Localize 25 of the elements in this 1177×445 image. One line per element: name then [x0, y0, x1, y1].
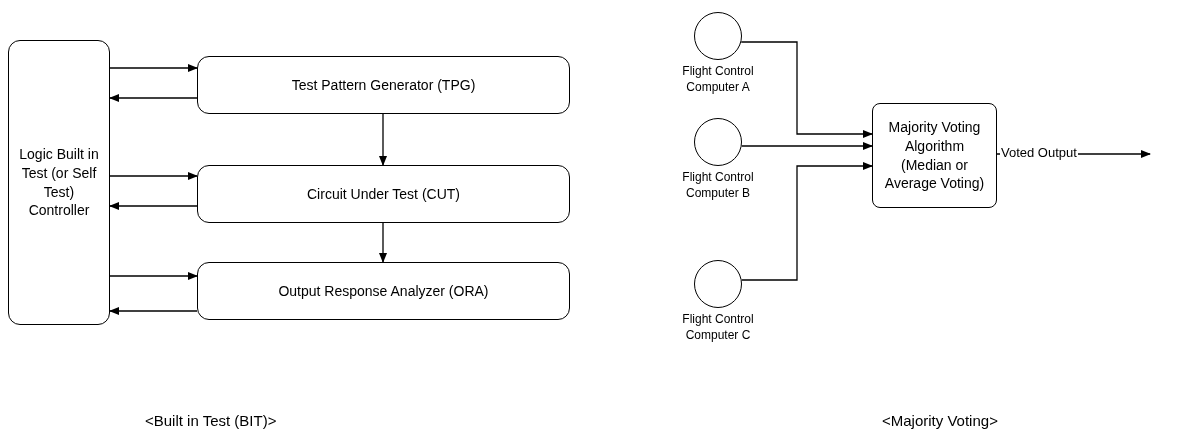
- node-caption: Flight Control Computer B: [681, 169, 755, 202]
- process-box: Output Response Analyzer (ORA): [197, 262, 570, 320]
- arrow: [109, 202, 198, 210]
- node-caption: Flight Control Computer C: [681, 311, 755, 344]
- arrow: [741, 142, 873, 150]
- computer-circle: [694, 118, 742, 166]
- arrow: [379, 222, 387, 263]
- arrow: [109, 172, 198, 180]
- arrow: [109, 272, 198, 280]
- arrow: [740, 41, 873, 138]
- arrow: [109, 94, 198, 102]
- diagram-caption: <Built in Test (BIT)>: [145, 412, 277, 429]
- node-caption: Flight Control Computer A: [681, 63, 755, 96]
- computer-circle: [694, 260, 742, 308]
- edge-label: Voted Output: [1000, 145, 1078, 160]
- arrow: [109, 64, 198, 72]
- diagram-caption: <Majority Voting>: [882, 412, 998, 429]
- process-box: Circuit Under Test (CUT): [197, 165, 570, 223]
- process-box: Test Pattern Generator (TPG): [197, 56, 570, 114]
- algorithm-box: Majority Voting Algorithm (Median or Average Voting): [872, 103, 997, 208]
- arrow: [109, 307, 198, 315]
- controller-box: Logic Built in Test (or Self Test) Controller: [8, 40, 110, 325]
- arrow: [379, 113, 387, 166]
- computer-circle: [694, 12, 742, 60]
- arrow: [741, 162, 873, 281]
